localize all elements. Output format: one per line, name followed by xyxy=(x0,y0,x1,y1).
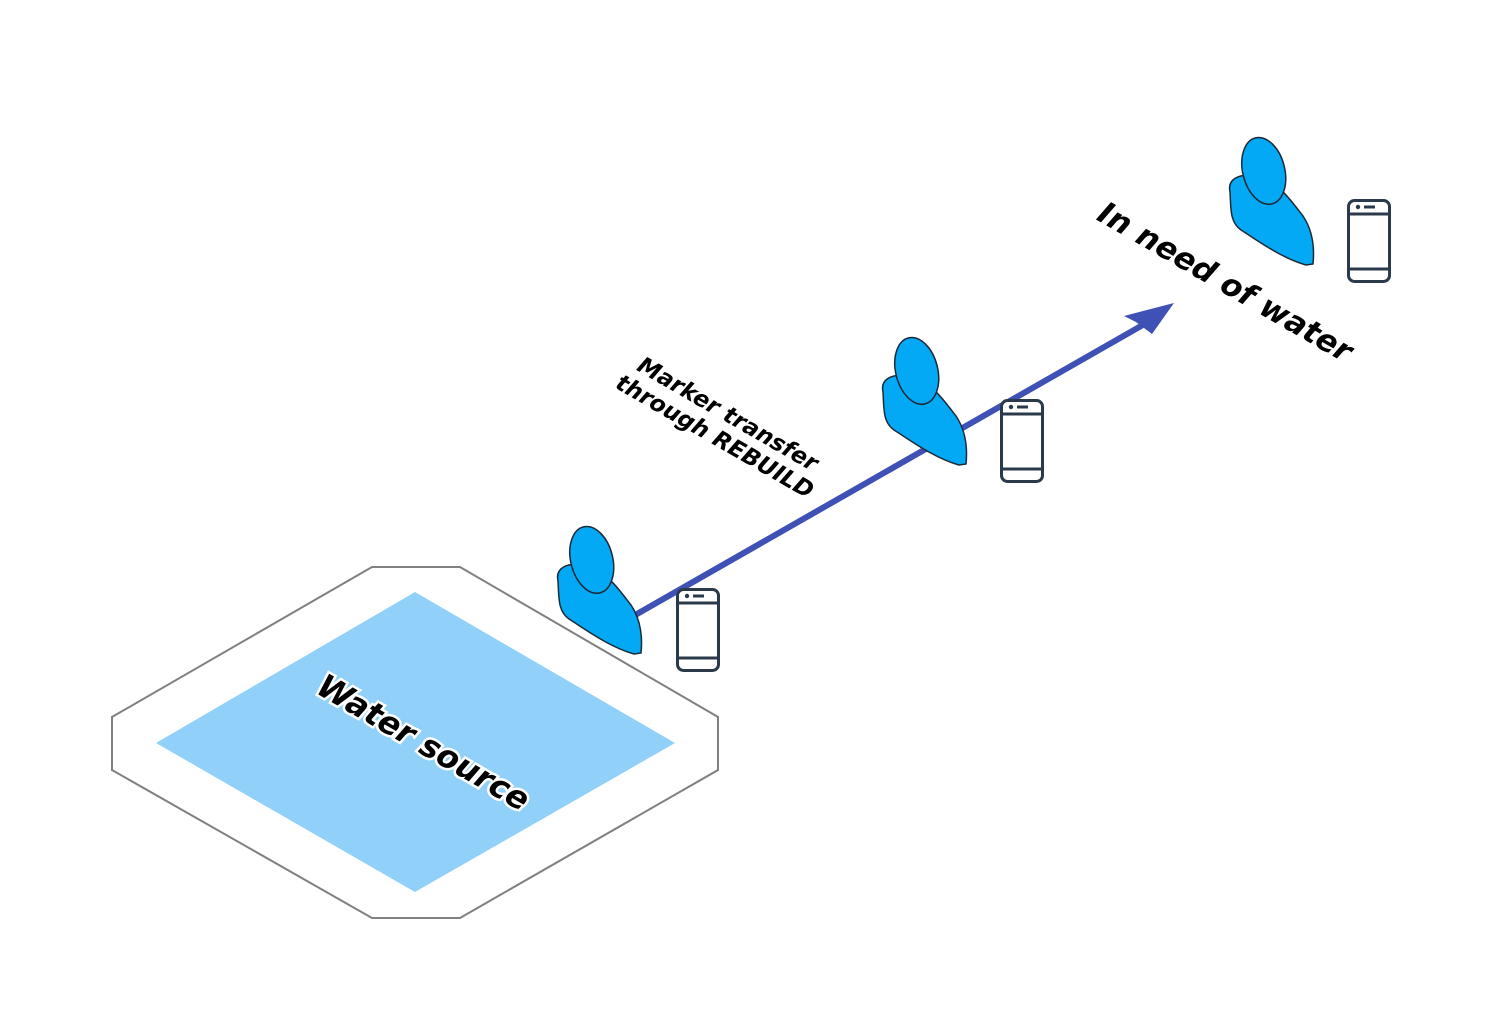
user-icon xyxy=(556,525,643,655)
destination-label: In need of water xyxy=(1091,195,1360,371)
user-icon xyxy=(881,336,968,466)
arrow-right-icon xyxy=(634,319,1151,617)
transfer-label: Marker transfer through REBUILD xyxy=(611,352,824,504)
user-icon xyxy=(1228,136,1315,266)
transfer-arrow xyxy=(634,303,1174,617)
arrow-head xyxy=(1124,303,1174,334)
smartphone-icon xyxy=(676,588,720,672)
smartphone-icon xyxy=(1000,399,1044,483)
smartphone-icon xyxy=(1347,199,1391,283)
water-source-area xyxy=(156,592,675,892)
